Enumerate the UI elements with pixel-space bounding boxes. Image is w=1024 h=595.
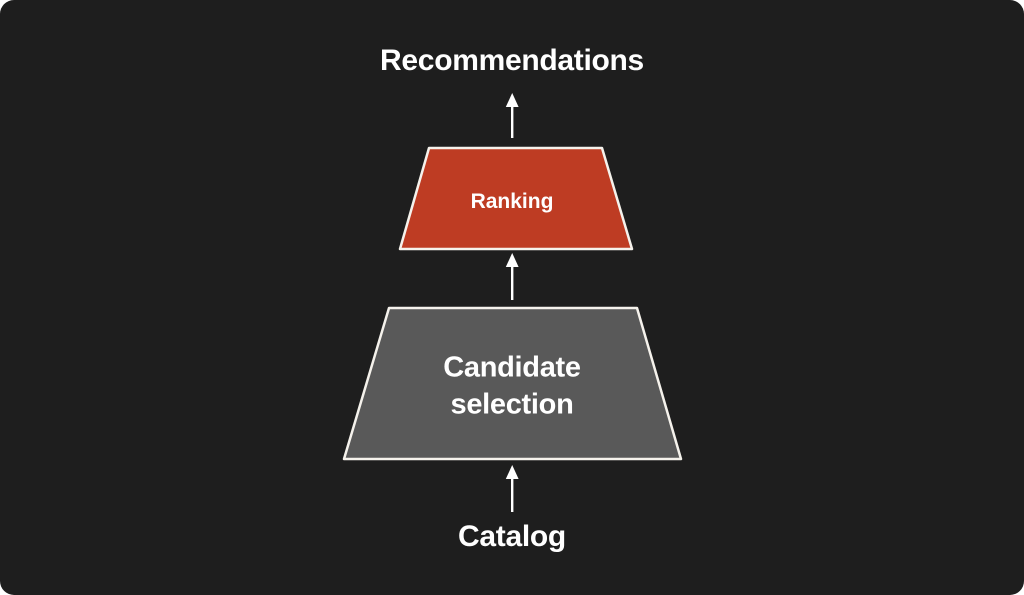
ranking-trapezoid-shape <box>398 146 634 251</box>
slide-title: Recommendations <box>380 44 644 77</box>
up-arrow-icon <box>505 253 519 300</box>
catalog-label: Catalog <box>458 520 566 553</box>
candidate-selection-trapezoid-shape <box>342 306 683 461</box>
up-arrow-icon <box>505 465 519 512</box>
ranking-trapezoid <box>398 146 634 251</box>
ranking-stage-label: Ranking <box>470 190 554 213</box>
up-arrow-icon <box>505 93 519 138</box>
candidate-selection-trapezoid <box>342 306 683 461</box>
candidate-selection-stage-label: Candidate selection <box>443 351 581 420</box>
